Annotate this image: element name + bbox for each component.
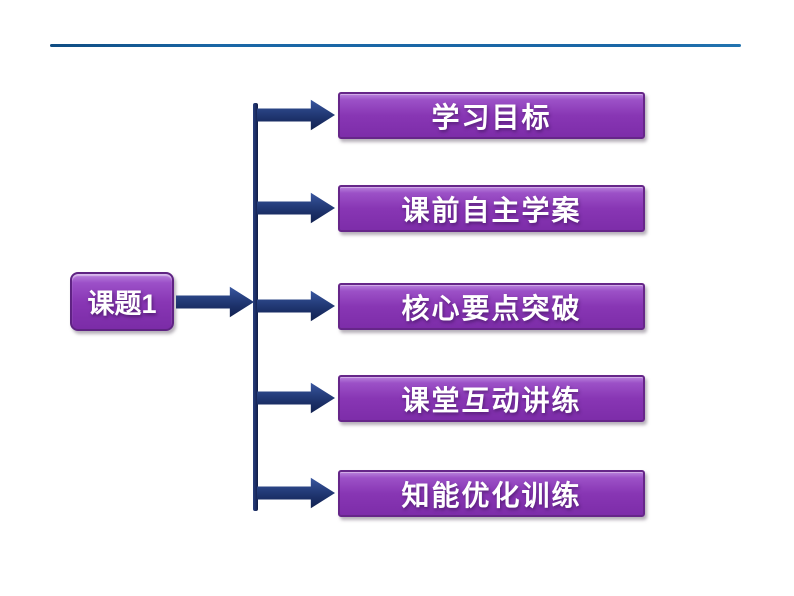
item-box-optimization-training[interactable]: 知能优化训练 [338, 470, 645, 517]
arrow-right-icon [257, 99, 335, 131]
item-box-learning-goals[interactable]: 学习目标 [338, 92, 645, 139]
arrow-right-icon [257, 290, 335, 322]
item-label: 课堂互动讲练 [401, 384, 582, 416]
topic-box: 课题1 [70, 272, 174, 331]
item-label: 核心要点突破 [401, 292, 582, 324]
title-divider-line [50, 44, 741, 47]
item-label: 学习目标 [431, 101, 552, 133]
item-box-class-interaction[interactable]: 课堂互动讲练 [338, 375, 645, 422]
topic-label: 课题1 [87, 289, 157, 319]
arrow-right-icon [257, 192, 335, 224]
item-box-core-points[interactable]: 核心要点突破 [338, 283, 645, 330]
item-label: 知能优化训练 [401, 479, 582, 511]
arrow-right-icon [257, 477, 335, 509]
vertical-connector-line [253, 103, 258, 511]
item-label: 课前自主学案 [401, 194, 582, 226]
arrow-right-icon [176, 286, 254, 318]
arrow-right-icon [257, 382, 335, 414]
item-box-preclass-study[interactable]: 课前自主学案 [338, 185, 645, 232]
